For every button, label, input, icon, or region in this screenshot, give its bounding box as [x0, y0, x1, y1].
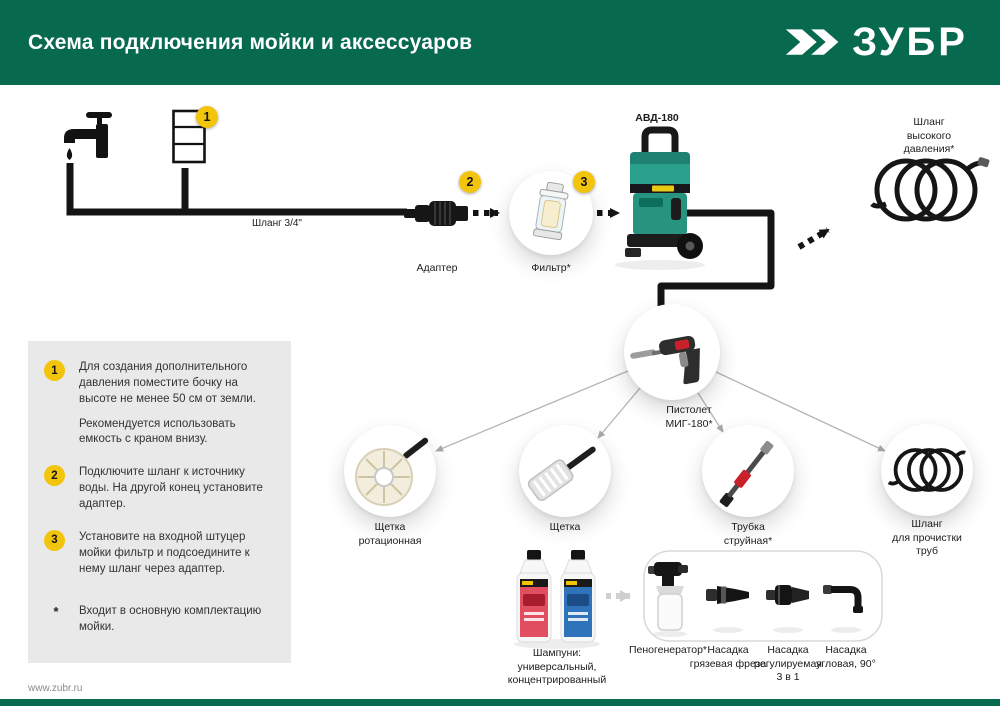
nozzle-label-angular: Насадка угловая, 90°	[816, 644, 876, 670]
accessory-label-rotational-brush: Щетка ротационная	[358, 521, 422, 547]
note-item-2: 2 Подключите шланг к источнику воды. На …	[44, 465, 275, 513]
note-item-1: 1 Для создания дополнительного давления …	[44, 360, 275, 448]
notes-panel: 1 Для создания дополнительного давления …	[28, 341, 291, 663]
note-1-paragraph-2: Рекомендуется использовать емкость с кра…	[79, 417, 236, 446]
nozzle-label-foam-generator: Пеногенератор*	[628, 644, 708, 656]
note-3-text: Установите на входной штуцер мойки фильт…	[79, 530, 275, 578]
jet-tube-image	[702, 425, 794, 517]
footnote-mark: *	[53, 604, 59, 620]
angular-nozzle-image	[823, 576, 869, 614]
footer-bar	[0, 699, 1000, 706]
dirt-blaster-nozzle-image	[705, 578, 751, 612]
note-2-text: Подключите шланг к источнику воды. На др…	[79, 465, 275, 513]
pistol-label: Пистолет МИГ-180*	[665, 404, 713, 430]
note-3-badge: 3	[44, 529, 65, 551]
nozzle-label-adjustable: Насадка регулируемая 3 в 1	[754, 644, 822, 684]
high-pressure-hose-image	[866, 142, 990, 234]
note-3-paragraph-1: Установите на входной штуцер мойки фильт…	[79, 530, 250, 575]
pressure-washer-image	[610, 124, 710, 264]
filter-image	[509, 171, 593, 255]
brush-image	[519, 425, 611, 517]
accessory-label-jet-tube: Трубка струйная*	[723, 521, 773, 547]
zubr-arrows-icon	[785, 29, 839, 55]
shampoo-label: Шампуни: универсальный, концентрированны…	[507, 647, 607, 687]
zubr-logo: ЗУБР	[784, 22, 968, 62]
header: Схема подключения мойки и аксессуаров ЗУ…	[0, 0, 1000, 85]
site-url: www.zubr.ru	[28, 683, 83, 694]
filter-label: Фильтр*	[531, 262, 571, 274]
brand-name: ЗУБР	[852, 20, 968, 64]
washer-label: АВД-180	[635, 112, 679, 124]
step-3-badge: 3	[573, 171, 595, 193]
note-1-text: Для создания дополнительного давления по…	[79, 360, 275, 448]
high-pressure-hose-label: Шланг высокого давления*	[903, 116, 955, 156]
pistol-image	[624, 304, 720, 400]
water-tap-icon	[56, 110, 120, 174]
footnote: * Входит в основную комплектацию мойки.	[44, 604, 275, 636]
footnote-text: Входит в основную комплектацию мойки.	[79, 605, 262, 634]
step-1-badge: 1	[196, 106, 218, 128]
note-item-3: 3 Установите на входной штуцер мойки фил…	[44, 529, 275, 578]
adapter-label: Адаптер	[416, 262, 458, 274]
adjustable-nozzle-image	[765, 578, 811, 612]
pipe-cleaning-hose-image	[881, 424, 973, 516]
note-2-paragraph-1: Подключите шланг к источнику воды. На др…	[79, 466, 263, 511]
nozzle-label-dirt-blaster: Насадка грязевая фреза	[689, 644, 767, 670]
accessory-label-brush: Щетка	[549, 521, 581, 533]
note-2-badge: 2	[44, 465, 65, 487]
barrel-icon	[170, 104, 208, 166]
page-title: Схема подключения мойки и аксессуаров	[28, 31, 473, 54]
note-1-badge: 1	[44, 360, 65, 381]
note-1-paragraph-1: Для создания дополнительного давления по…	[79, 361, 256, 405]
adapter-image	[404, 195, 470, 231]
shampoo-bottles-image	[514, 550, 602, 644]
supply-hose-label: Шланг 3/4"	[252, 218, 302, 229]
foam-generator-image	[648, 556, 692, 636]
accessory-label-pipe-hose: Шланг для прочистки труб	[892, 518, 962, 558]
step-2-badge: 2	[459, 171, 481, 193]
rotational-brush-image	[344, 425, 436, 517]
